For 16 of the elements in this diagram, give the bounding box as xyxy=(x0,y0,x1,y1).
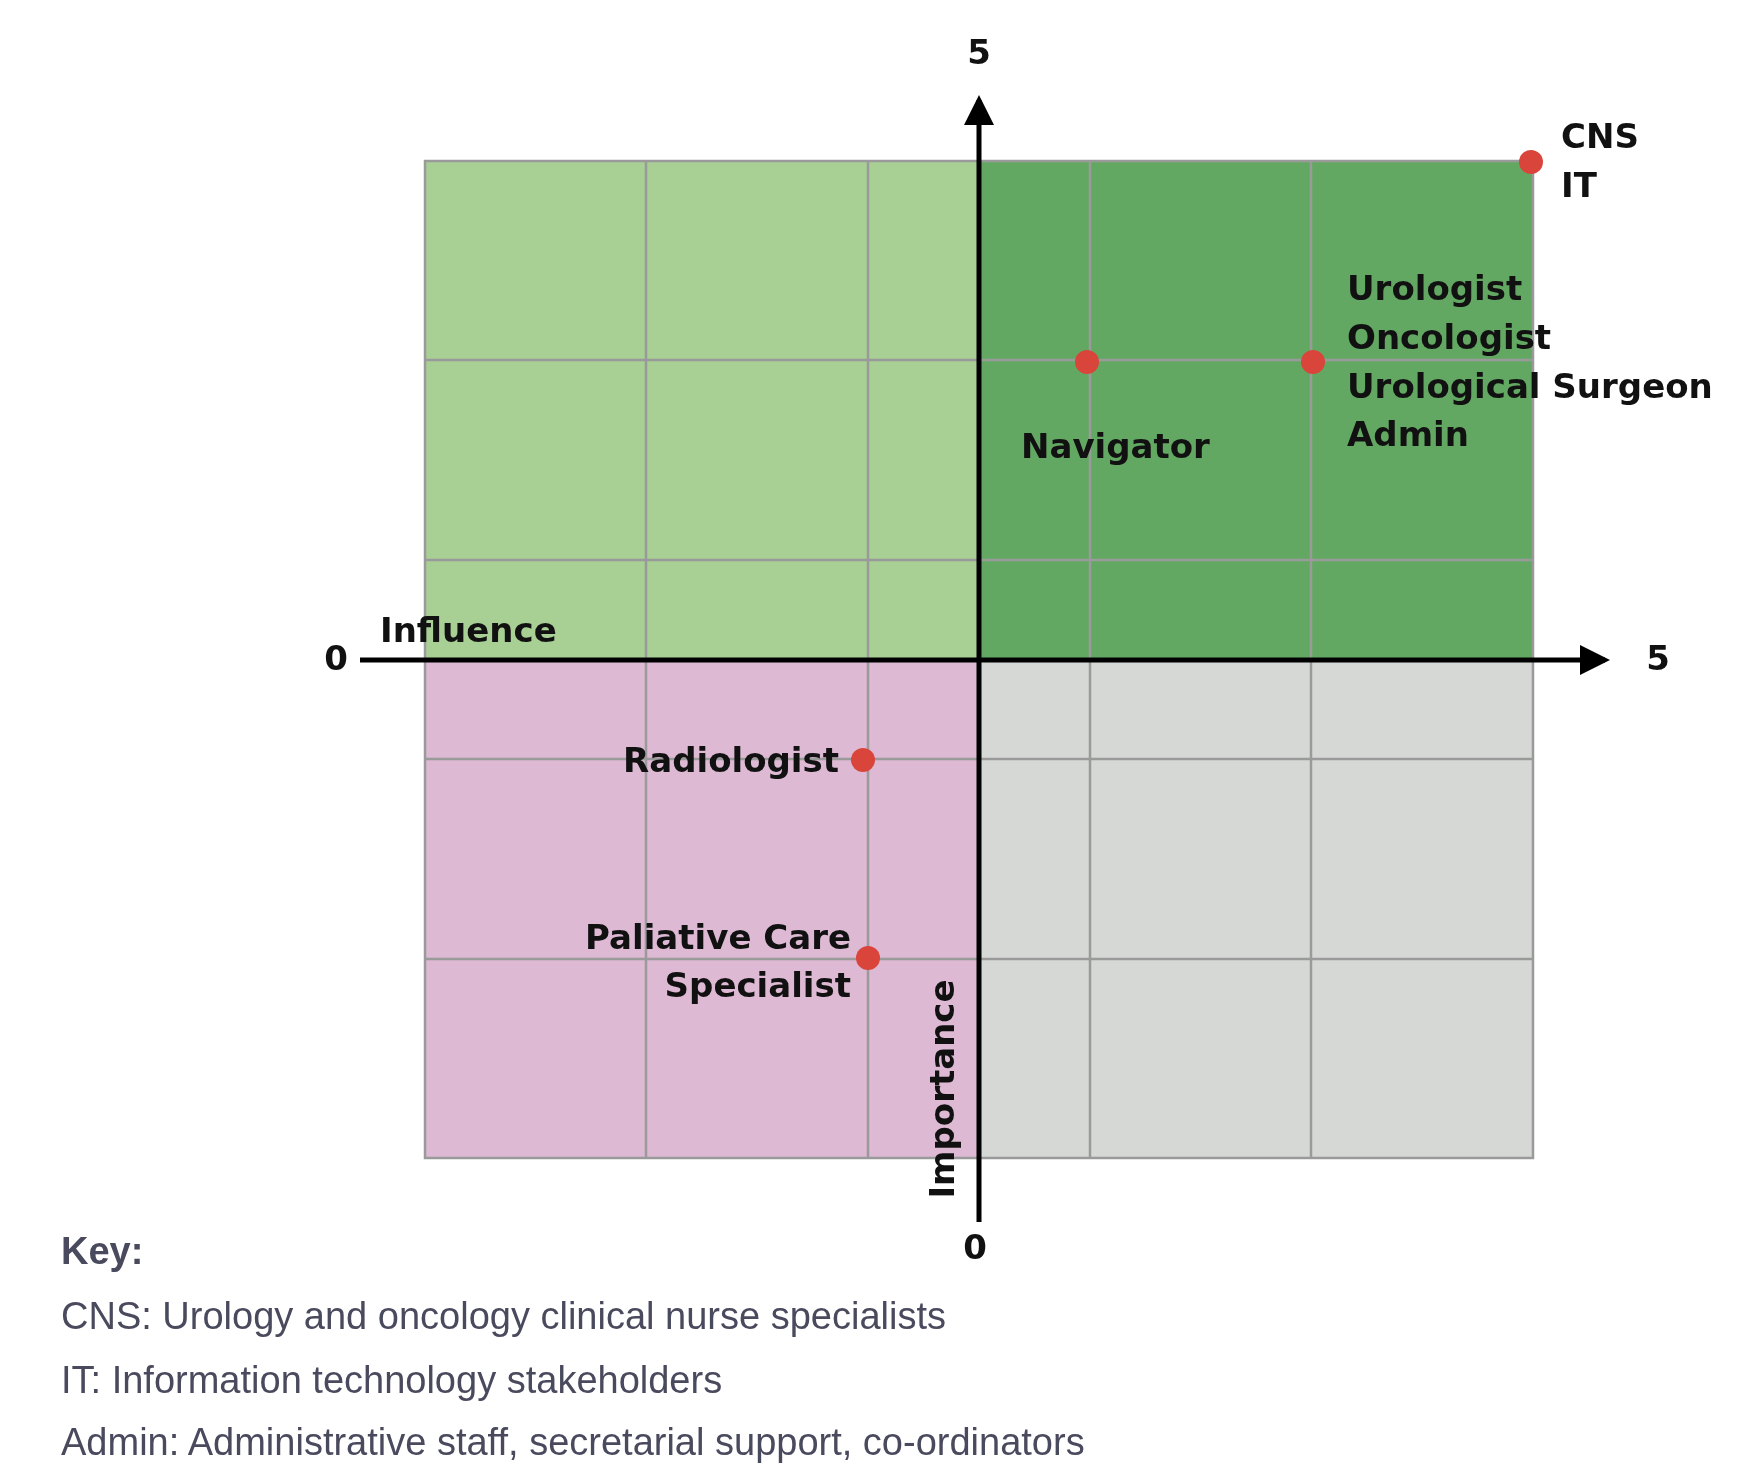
key-text: CNS: Urology and oncology clinical nurse specialists xyxy=(61,1294,946,1340)
point-label: Navigator xyxy=(1021,425,1210,467)
tick-label: 0 xyxy=(324,637,348,679)
point-label: Paliative Care Specialist xyxy=(584,916,851,1007)
point-label: Radiologist xyxy=(623,739,839,781)
key-text: IT: Information technology stakeholders xyxy=(61,1358,723,1404)
point-label: IT xyxy=(1561,164,1597,206)
point-label: Admin xyxy=(1347,413,1469,455)
axis-label: Importance xyxy=(921,979,963,1199)
key-text: Admin: Administrative staff, secretarial support, co-ordinators xyxy=(61,1420,1085,1466)
tick-label: 0 xyxy=(963,1226,987,1268)
tick-label: 5 xyxy=(1646,637,1670,679)
point-label: Urologist xyxy=(1347,267,1523,309)
tick-label: 5 xyxy=(967,31,991,73)
key-heading: Key: xyxy=(61,1229,144,1275)
point-label: CNS xyxy=(1561,115,1639,157)
